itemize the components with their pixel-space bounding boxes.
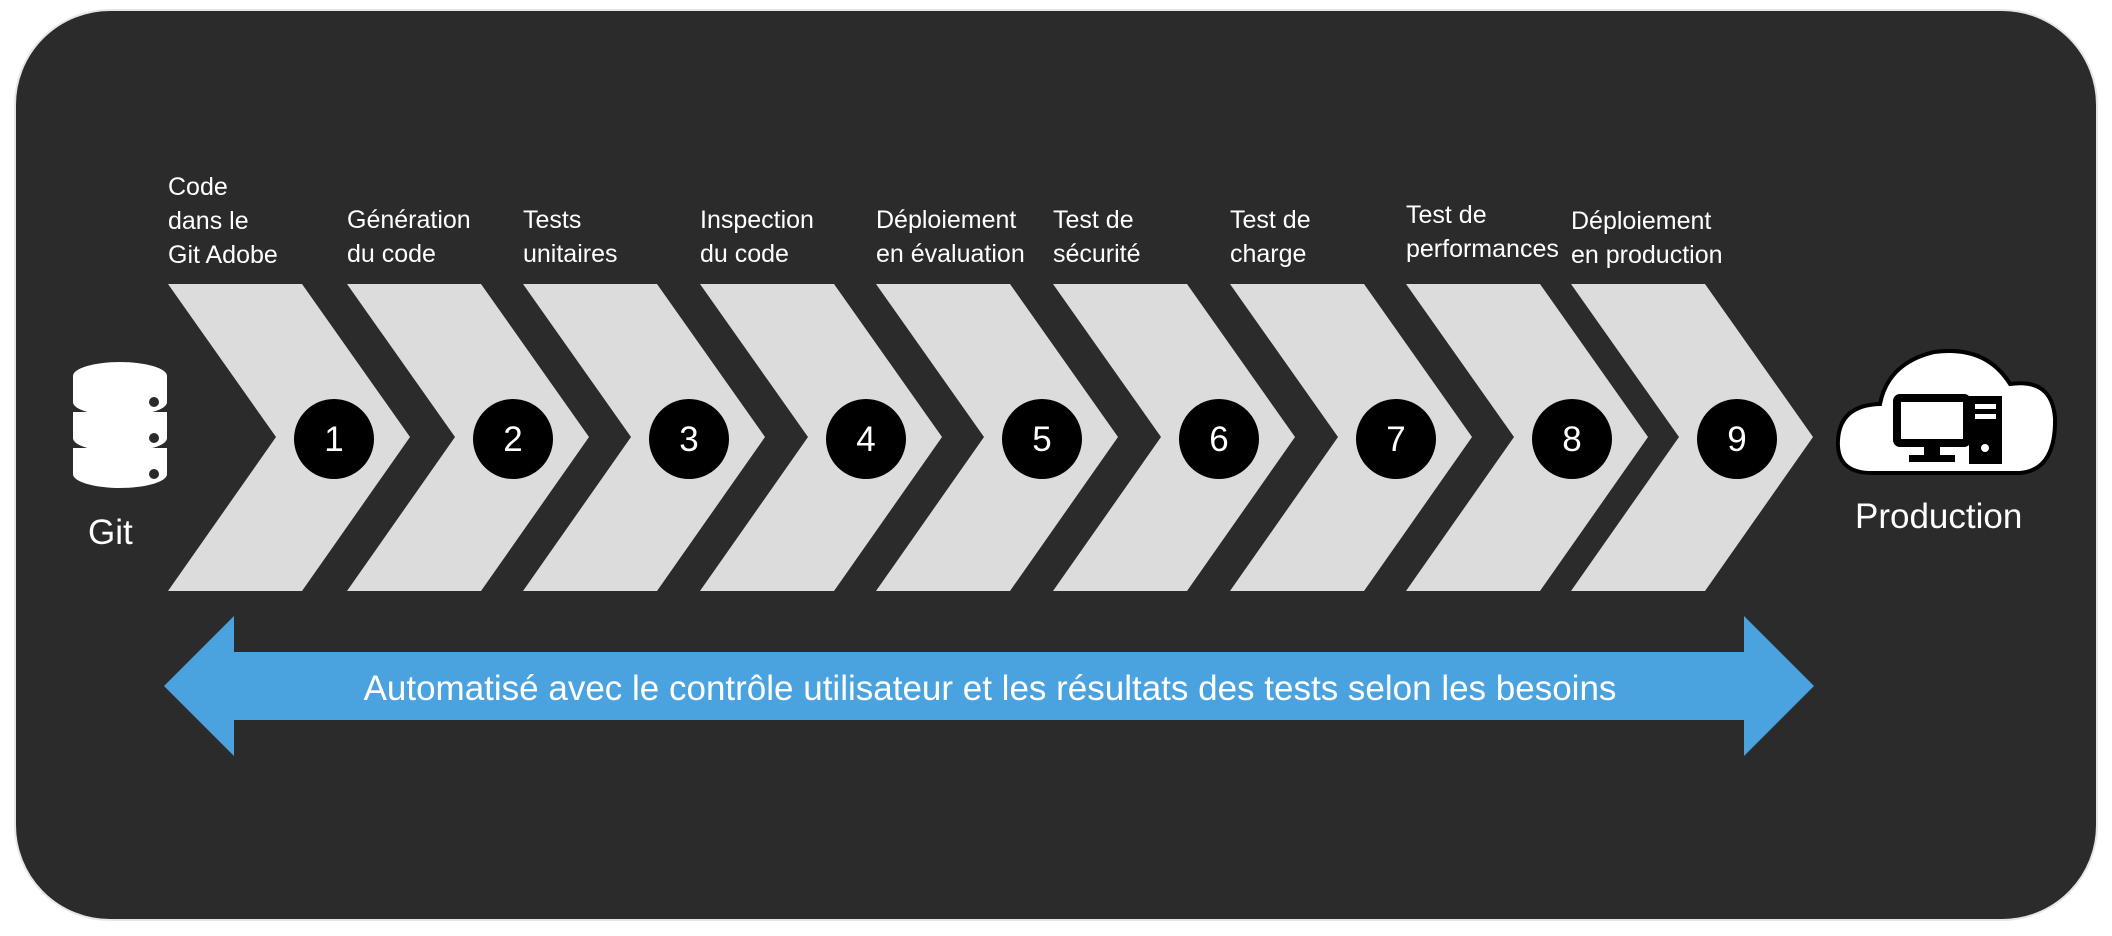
cloud-computer-icon — [1835, 349, 2058, 475]
step-label: Test de charge — [1230, 206, 1311, 268]
step-number-badge — [649, 399, 729, 479]
step-number-badge — [1179, 399, 1259, 479]
step-label: Déploiement en évaluation — [876, 206, 1025, 268]
step-chevron — [523, 284, 765, 591]
step-label: Déploiement en production — [1571, 207, 1723, 269]
step-number: 3 — [679, 420, 698, 459]
step-chevron — [1053, 284, 1295, 591]
step-label: Test de sécurité — [1053, 206, 1141, 268]
step-number-badge — [473, 399, 553, 479]
git-label: Git — [88, 513, 133, 552]
step-number: 1 — [324, 420, 343, 459]
step-chevron — [876, 284, 1118, 591]
step-number-badge — [1002, 399, 1082, 479]
step-chevron — [1571, 284, 1813, 591]
step-number-badge — [826, 399, 906, 479]
step-label: Test de performances — [1406, 201, 1559, 263]
step-number-badge — [294, 399, 374, 479]
step-chevron — [1230, 284, 1472, 591]
step-number: 6 — [1209, 420, 1228, 459]
step-number: 2 — [503, 420, 522, 459]
step-chevron — [1406, 284, 1648, 591]
step-chevron — [168, 284, 410, 591]
step-number: 5 — [1032, 420, 1051, 459]
step-number: 8 — [1562, 420, 1581, 459]
step-number-badge — [1532, 399, 1612, 479]
step-label: Code dans le Git Adobe — [168, 173, 278, 269]
database-icon — [72, 362, 168, 488]
step-number: 7 — [1386, 420, 1405, 459]
step-number: 9 — [1727, 420, 1746, 459]
automation-banner-arrow — [164, 616, 1814, 756]
automation-banner-text: Automatisé avec le contrôle utilisateur … — [363, 669, 1617, 708]
step-chevron — [347, 284, 589, 591]
step-label: Tests unitaires — [523, 206, 618, 268]
production-label: Production — [1855, 497, 2023, 536]
step-chevron — [700, 284, 942, 591]
step-number: 4 — [856, 420, 875, 459]
step-number-badge — [1697, 399, 1777, 479]
step-label: Génération du code — [347, 206, 471, 268]
step-number-badge — [1356, 399, 1436, 479]
step-label: Inspection du code — [700, 206, 814, 268]
